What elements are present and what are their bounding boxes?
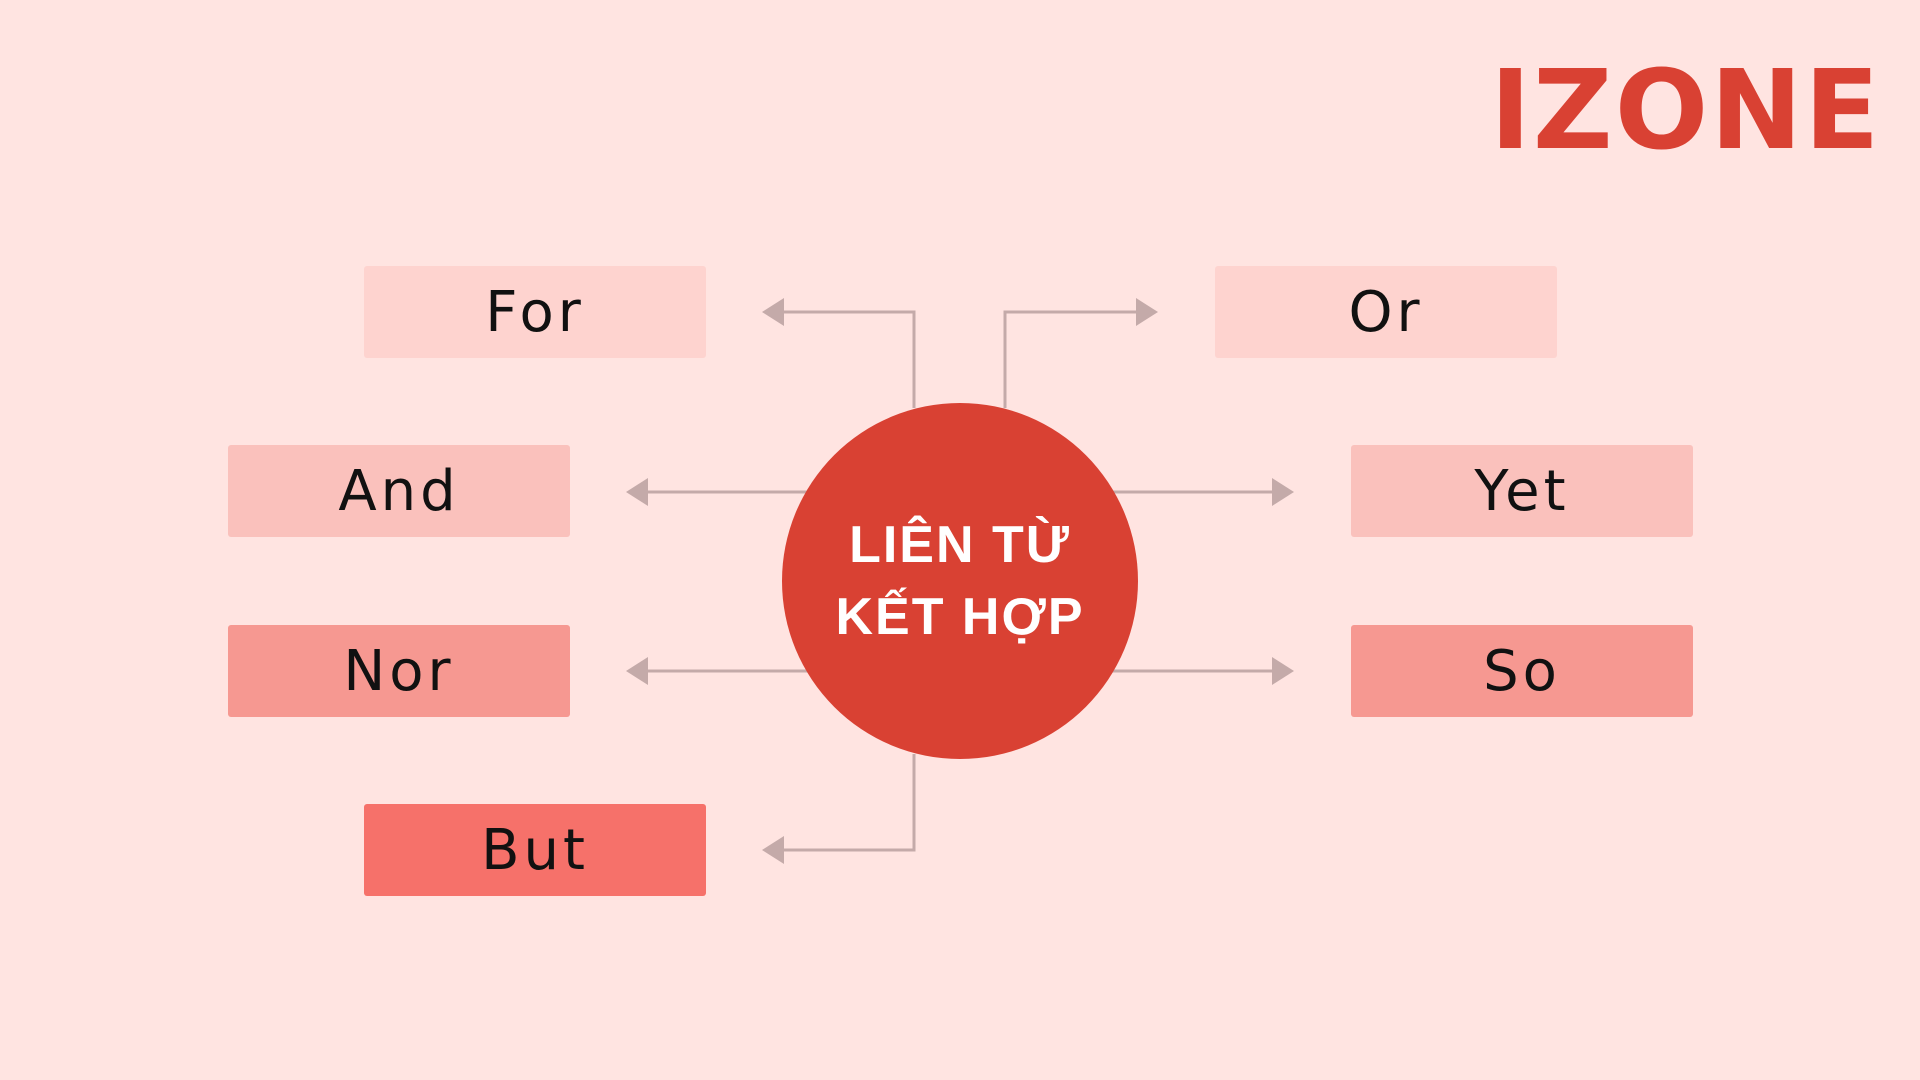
connector-and <box>626 478 808 506</box>
izone-logo: IZONE <box>1490 46 1882 174</box>
connector-or <box>1003 298 1158 408</box>
hub-title-line-2: KẾT HỢP <box>835 588 1085 646</box>
node-so: So <box>1351 625 1693 717</box>
node-and: And <box>228 445 570 537</box>
node-yet: Yet <box>1351 445 1693 537</box>
node-or: Or <box>1215 266 1557 358</box>
connector-but <box>762 754 916 864</box>
connector-nor <box>626 657 808 685</box>
connector-so <box>1112 657 1294 685</box>
connector-for <box>762 298 916 408</box>
central-hub: LIÊN TỪ KẾT HỢP <box>782 403 1138 759</box>
connector-yet <box>1112 478 1294 506</box>
node-but: But <box>364 804 706 896</box>
node-nor: Nor <box>228 625 570 717</box>
node-for: For <box>364 266 706 358</box>
hub-title-line-1: LIÊN TỪ <box>849 516 1071 574</box>
